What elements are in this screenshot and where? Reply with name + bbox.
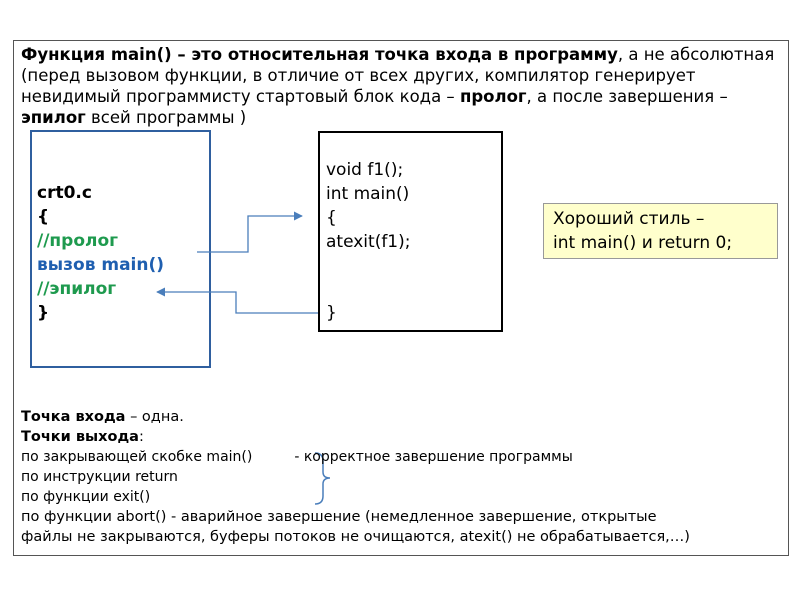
- intro-text-3: всей программы ): [85, 108, 247, 127]
- crt0-main-call: вызов main(): [37, 255, 165, 275]
- exit-item-4-cont: файлы не закрываются, буферы потоков не …: [21, 529, 690, 545]
- exit-item-4: по функции abort() - аварийное завершени…: [21, 509, 657, 525]
- good-style-note: [543, 203, 778, 259]
- crt0-epilog-comment: //эпилог: [37, 279, 117, 299]
- return-arrow: [156, 287, 318, 314]
- main-close-brace: }: [326, 303, 337, 323]
- intro-bold-epilog: эпилог: [21, 108, 86, 127]
- call-arrow: [197, 211, 303, 253]
- exit-rest: :: [138, 429, 144, 445]
- good-style-line-2: int main() и return 0;: [553, 233, 733, 253]
- crt0-box: [30, 130, 211, 368]
- main-code: void f1(); int main() { atexit(f1);: [326, 158, 411, 254]
- entry-rest: – одна.: [125, 409, 184, 425]
- exit-item-2: по инструкции return: [21, 469, 178, 485]
- intro-paragraph: Функция main() – это относительная точка…: [21, 44, 781, 128]
- exit-label: Точки выхода: [21, 429, 139, 445]
- exit-item-1: по закрывающей скобке main(): [21, 449, 253, 465]
- main-line-2: int main(): [326, 184, 410, 204]
- crt0-close-brace: }: [37, 303, 50, 323]
- intro-bold-prolog: пролог: [459, 87, 527, 106]
- main-line-1: void f1();: [326, 160, 404, 180]
- slide-frame: [13, 40, 789, 556]
- exit-brace: [314, 452, 331, 505]
- good-style-line-1: Хороший стиль –: [553, 209, 705, 229]
- exit-item-3: по функции exit(): [21, 489, 151, 505]
- crt0-prolog-comment: //пролог: [37, 231, 119, 251]
- intro-text-1: , а не абсолютная (перед вызовом функции…: [21, 45, 775, 106]
- main-line-4: atexit(f1);: [326, 232, 411, 252]
- main-code-box: [318, 131, 503, 332]
- entry-label: Точка входа: [21, 409, 126, 425]
- crt0-title: crt0.c: [37, 183, 92, 203]
- intro-text-2: , а после завершения –: [526, 87, 728, 106]
- good-style-text: Хороший стиль – int main() и return 0;: [553, 207, 732, 255]
- crt0-open-brace: {: [37, 207, 50, 227]
- crt0-code: crt0.c { //пролог вызов main() //эпилог …: [37, 181, 164, 325]
- intro-bold-1: Функция main() – это относительная точка…: [21, 45, 618, 64]
- exit-item-1-note: - корректное завершение программы: [294, 449, 573, 465]
- main-line-3: {: [326, 208, 337, 228]
- exit-points-section: Точка входа – одна. Точки выхода: по зак…: [21, 407, 786, 547]
